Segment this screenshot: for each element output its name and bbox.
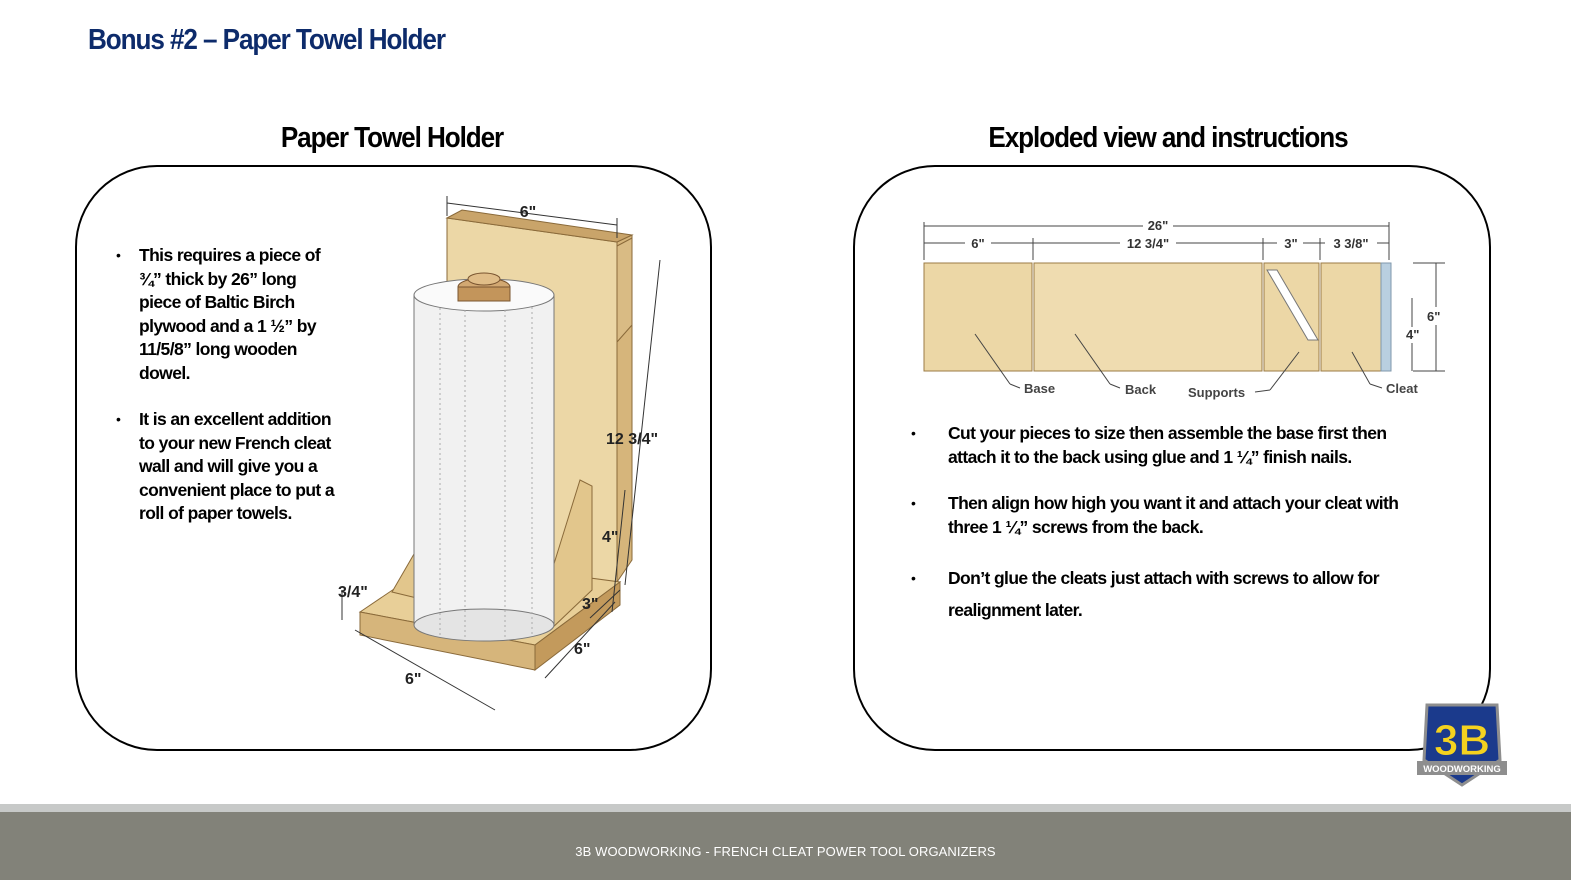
dim-line: [1009, 383, 1021, 389]
dim-line: [624, 259, 661, 586]
label-base: Base: [1024, 381, 1055, 396]
dim-line: [1074, 333, 1111, 385]
left-bullet-1: •This requires a piece of ¾” thick by 26…: [116, 245, 321, 383]
bullet-dot: •: [911, 495, 916, 511]
dim-label-bg: [1325, 234, 1377, 250]
back-panel-top: [445, 209, 634, 243]
board-base: [923, 262, 1033, 372]
dim-total-length: 26": [1148, 218, 1169, 233]
dim-line: [611, 489, 626, 613]
dim-support-height: 4": [1406, 327, 1419, 342]
label-supports: Supports: [1188, 385, 1245, 400]
dim-base-depth: 6": [574, 641, 590, 658]
left-panel-heading: Paper Towel Holder: [280, 122, 504, 154]
bullet-dot: •: [911, 570, 916, 586]
dim-label-bg: [1404, 327, 1424, 343]
dim-label-bg: [1277, 234, 1303, 250]
supports-diagonal-cut: [1266, 269, 1319, 341]
bullet-dot: •: [911, 425, 916, 441]
dim-support-height: 4": [602, 529, 618, 546]
dim-line: [446, 202, 618, 226]
left-bullet-2: •It is an excellent addition to your new…: [116, 409, 335, 523]
logo-word: WOODWORKING: [1423, 764, 1501, 775]
dim-segment-supports: 3": [1284, 236, 1297, 251]
dim-line: [1254, 389, 1271, 393]
cleat: [616, 237, 633, 344]
base-side: [534, 581, 621, 672]
right-bullet-list: •Cut your pieces to size then assemble t…: [911, 422, 1428, 649]
paper-towel-holder-illustration: 6" 12 3/4" 4" 3" 6" 6" 3/4": [338, 196, 661, 711]
right-bullet-3: •Don’t glue the cleats just attach with …: [911, 562, 1428, 626]
dim-line: [1351, 351, 1371, 385]
label-cleat: Cleat: [1386, 381, 1418, 396]
dim-line: [974, 333, 1011, 385]
logo-banner: [1417, 761, 1507, 775]
paper-roll-body: [413, 294, 555, 626]
dim-segment-back: 12 3/4": [1127, 236, 1169, 251]
bullet-dot: •: [116, 247, 121, 263]
dim-line: [589, 589, 621, 619]
dim-support-depth: 3": [582, 596, 598, 613]
right-bullet-1: •Cut your pieces to size then assemble t…: [911, 423, 1387, 467]
dim-line: [1369, 383, 1383, 389]
dim-label-bg: [1425, 307, 1449, 325]
dim-line: [1109, 383, 1121, 389]
exploded-view-diagram: 26" 6" 12 3/4" 3" 3 3/8" 6" 4" Base Back…: [923, 216, 1449, 400]
bullet-dot: •: [116, 411, 121, 427]
dim-label-bg: [1143, 216, 1173, 232]
right-bullet-2: •Then align how high you want it and att…: [911, 493, 1399, 537]
3b-woodworking-logo: 3B WOODWORKING: [1417, 703, 1507, 787]
label-back: Back: [1125, 382, 1157, 397]
dim-line: [354, 629, 496, 711]
footer-band: [0, 812, 1571, 880]
board-back: [1033, 262, 1263, 372]
dim-thickness: 3/4": [338, 584, 368, 601]
dim-segment-base: 6": [971, 236, 984, 251]
dim-back-height: 12 3/4": [606, 431, 658, 448]
board-cleat: [1320, 262, 1382, 372]
right-panel-heading: Exploded view and instructions: [988, 122, 1348, 154]
dim-label-bg: [965, 234, 991, 250]
slide-title: Bonus #2 – Paper Towel Holder: [88, 24, 446, 56]
logo-mark: 3B: [1434, 716, 1490, 765]
cleat-bevel: [1380, 262, 1392, 372]
dim-height: 6": [1427, 309, 1440, 324]
dim-line: [544, 601, 616, 679]
dim-segment-cleat: 3 3/8": [1333, 236, 1368, 251]
left-bullet-list: •This requires a piece of ¾” thick by 26…: [116, 244, 339, 549]
dim-label-bg: [1120, 234, 1176, 250]
paper-roll-bottom: [413, 608, 555, 642]
dim-line: [1269, 351, 1300, 391]
dim-top-width: 6": [520, 204, 536, 221]
footer-text: 3B WOODWORKING - FRENCH CLEAT POWER TOOL…: [575, 844, 996, 859]
dowel-cap: [467, 272, 501, 286]
dowel: [457, 286, 511, 302]
dim-base-width: 6": [405, 671, 421, 688]
